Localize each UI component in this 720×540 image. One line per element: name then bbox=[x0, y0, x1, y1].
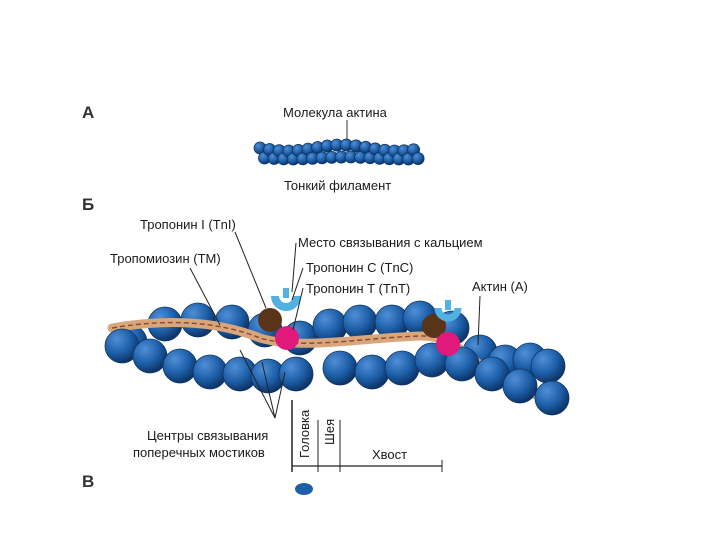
troponin-i-label: Тропонин I (TnI) bbox=[140, 217, 236, 232]
troponin-t-shape bbox=[436, 332, 460, 356]
troponin-t-label: Тропонин T (TnT) bbox=[306, 281, 410, 296]
actin-bead-icon bbox=[342, 304, 378, 340]
section-b-letter: Б bbox=[82, 195, 94, 214]
calcium-site-label: Место связывания с кальцием bbox=[298, 235, 483, 250]
calcium-site-pointer bbox=[291, 242, 297, 293]
thin-filament-small bbox=[253, 138, 425, 166]
troponin-i-shape bbox=[258, 308, 282, 332]
troponin-i-pointer bbox=[234, 231, 267, 309]
actin-label: Актин (А) bbox=[472, 279, 528, 294]
troponin-complex-1 bbox=[258, 288, 301, 350]
crossbridge-pointer-1 bbox=[239, 349, 276, 419]
troponin-c-shape bbox=[271, 295, 301, 311]
section-a-letter: А bbox=[82, 103, 94, 122]
tropomyosin-strand-line bbox=[111, 321, 561, 398]
crossbridge-pointer-2 bbox=[261, 361, 276, 419]
actin-bead-icon bbox=[322, 350, 358, 386]
tropomyosin-label: Тропомиозин (ТМ) bbox=[110, 251, 221, 266]
tropomyosin-pointer bbox=[189, 267, 221, 326]
actin-bead-icon bbox=[192, 354, 228, 390]
tail-label: Хвост bbox=[372, 447, 407, 462]
leader-lines bbox=[189, 231, 481, 419]
actin-bead-icon bbox=[502, 368, 538, 404]
thin-filament-label: Тонкий филамент bbox=[284, 178, 391, 193]
myosin-head-fragment bbox=[295, 483, 313, 495]
crossbridge-label-line1: Центры связывания bbox=[147, 428, 268, 443]
troponin-i-shape bbox=[422, 314, 446, 338]
actin-bead-icon bbox=[411, 152, 425, 165]
section-c-letter: В bbox=[82, 472, 94, 491]
troponin-t-shape bbox=[275, 326, 299, 350]
calcium-site-shape bbox=[283, 288, 289, 298]
actin-molecule-label: Молекула актина bbox=[283, 105, 388, 120]
crossbridge-pointer-3 bbox=[274, 371, 286, 419]
actin-pointer bbox=[477, 295, 481, 346]
crossbridge-label-line2: поперечных мостиков bbox=[133, 445, 265, 460]
actin-bead-icon bbox=[354, 354, 390, 390]
calcium-site-shape bbox=[445, 300, 451, 310]
myosin-scale: Головка Шея Хвост bbox=[291, 400, 443, 495]
actin-bead-icon bbox=[384, 350, 420, 386]
actin-bead-icon bbox=[534, 380, 570, 416]
actin-bead-icon bbox=[530, 348, 566, 384]
troponin-t-pointer bbox=[292, 287, 304, 331]
troponin-complex-2 bbox=[422, 300, 462, 356]
head-label: Головка bbox=[297, 409, 312, 458]
actin-bead-icon bbox=[278, 356, 314, 392]
neck-label: Шея bbox=[322, 419, 337, 445]
actin-bead-icon bbox=[162, 348, 198, 384]
actin-bead-icon bbox=[132, 338, 168, 374]
troponin-c-shape bbox=[434, 307, 462, 322]
troponin-c-label: Тропонин C (TnC) bbox=[306, 260, 413, 275]
troponin-c-pointer bbox=[291, 267, 304, 301]
